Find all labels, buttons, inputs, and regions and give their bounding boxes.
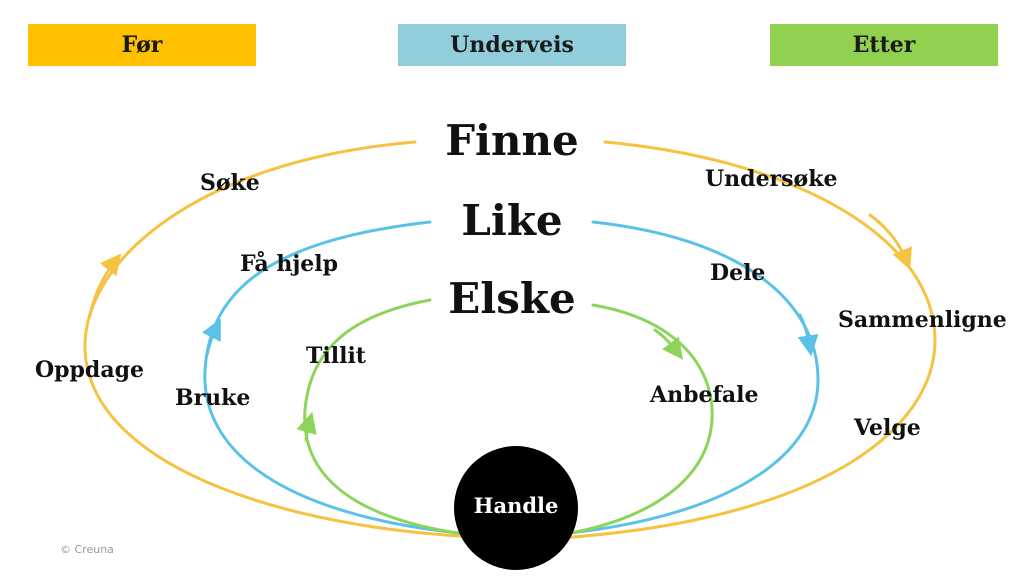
phase-after-label: Etter [852,32,916,58]
middle-loop-right-arc [548,220,820,537]
step-anbefale: Anbefale [649,382,759,408]
middle-loop-arrow-left [201,318,221,357]
phase-during-box: Underveis [398,24,626,66]
step-sammenligne: Sammenligne [838,307,1007,333]
step-dele: Dele [710,260,765,286]
inner-loop [296,298,714,537]
phase-before-label: Før [121,32,163,58]
phase-after-box: Etter [770,24,998,66]
outer-loop-right-arc [558,140,937,540]
inner-loop-right-arc [558,303,714,537]
stage-like: Like [461,196,562,245]
middle-loop-left-arc [203,220,482,537]
step-tillit: Tillit [306,343,367,369]
inner-loop-arrow-right [653,328,684,360]
inner-loop-arrow-left [296,411,317,442]
middle-loop [201,220,820,537]
credit-text: © Creuna [60,543,114,556]
step-soke: Søke [200,170,260,196]
outer-loop-arrow-right [868,213,912,270]
inner-loop-left-arc [303,298,472,537]
phase-before-box: Før [28,24,256,66]
step-undersoke: Undersøke [705,166,837,192]
outer-loop-arrow-left [88,253,122,317]
action-circle [454,446,578,570]
middle-loop-arrow-right [797,313,819,357]
step-oppdage: Oppdage [35,357,144,383]
outer-loop-left-arc [83,140,514,540]
stage-love: Elske [448,274,575,323]
outer-loop [83,140,937,540]
action-label: Handle [474,493,559,518]
step-fa-hjelp: Få hjelp [240,251,338,277]
stage-find: Finne [445,116,579,165]
phase-during-label: Underveis [450,32,574,58]
step-velge: Velge [853,415,921,441]
step-bruke: Bruke [175,385,250,411]
